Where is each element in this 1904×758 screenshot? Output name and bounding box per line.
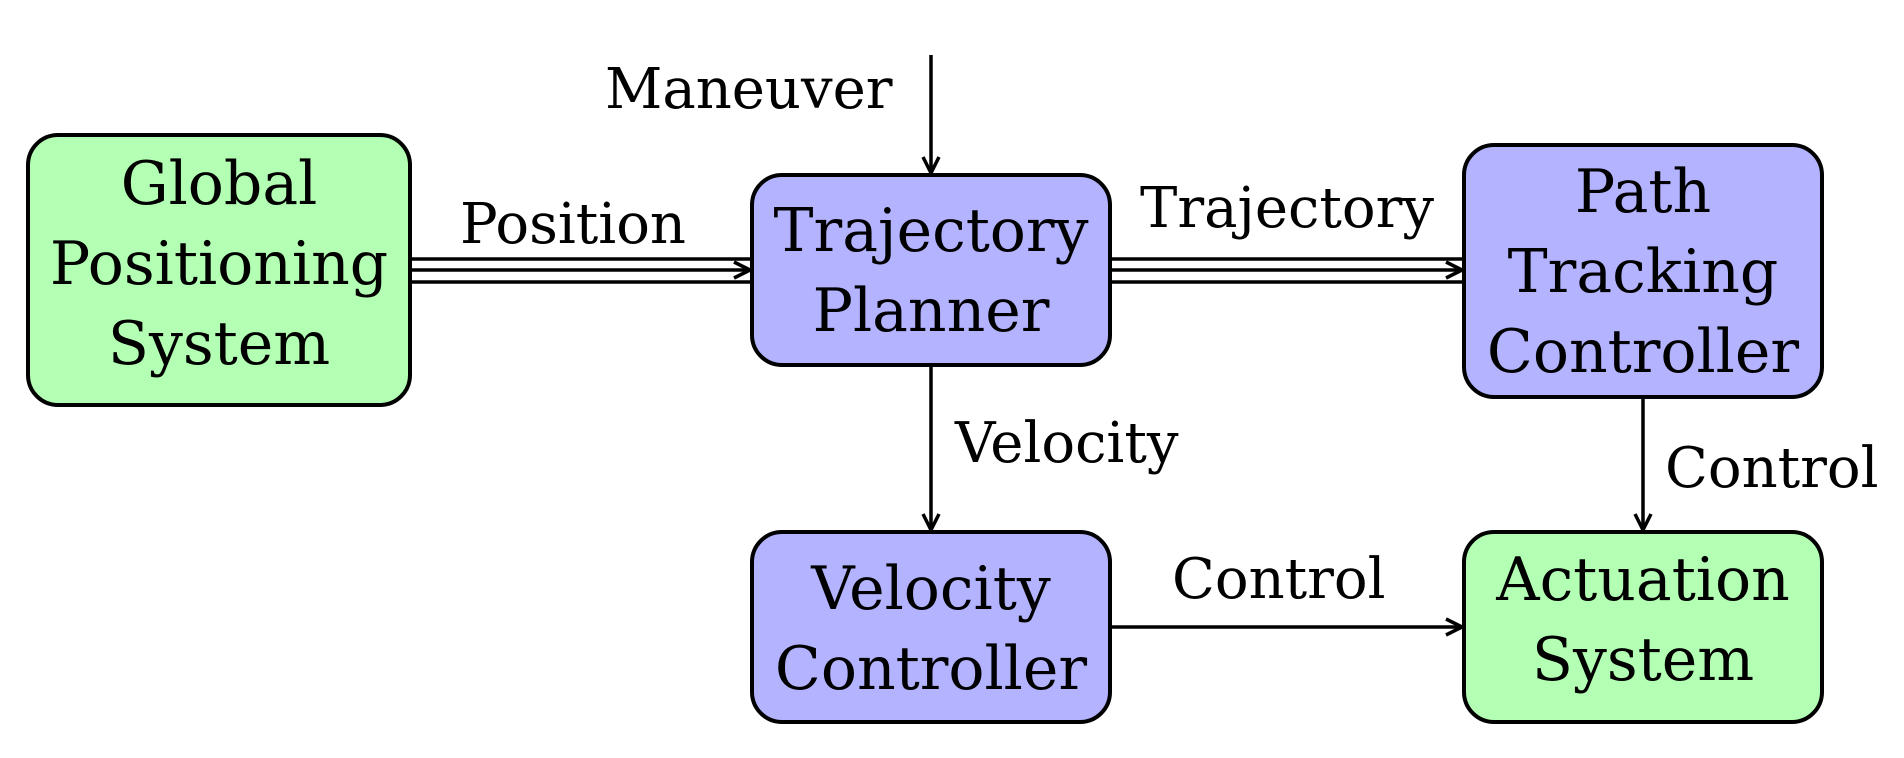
velocity-controller-line-2: Controller: [775, 634, 1087, 704]
path-tracking-line-3: Controller: [1487, 317, 1799, 387]
velocity-controller-block: Velocity Controller: [750, 530, 1112, 724]
path-tracking-controller-block: Path Tracking Controller: [1462, 143, 1824, 399]
actuation-box: [1462, 530, 1824, 724]
planner-line-1: Trajectory: [774, 196, 1089, 266]
actuation-line-2: System: [1532, 625, 1754, 695]
gps-line-2: Positioning: [50, 229, 388, 299]
velocity-controller-line-1: Velocity: [810, 554, 1051, 624]
trajectory-planner-block: Trajectory Planner: [750, 173, 1112, 367]
gps-line-1: Global: [121, 149, 318, 219]
maneuver-label: Maneuver: [605, 57, 893, 122]
path-tracking-line-1: Path: [1575, 157, 1711, 227]
planner-line-2: Planner: [813, 276, 1050, 346]
trajectory-arrow: [1110, 257, 1462, 284]
control-label-path: Control: [1665, 436, 1879, 501]
gps-block: Global Positioning System: [26, 133, 412, 407]
path-tracking-line-2: Tracking: [1508, 237, 1779, 307]
actuation-system-block: Actuation System: [1462, 530, 1824, 724]
velocity-label: Velocity: [954, 411, 1179, 476]
actuation-line-1: Actuation: [1495, 545, 1790, 615]
control-label-velocity: Control: [1172, 547, 1386, 612]
gps-line-3: System: [108, 309, 330, 379]
position-label: Position: [460, 192, 686, 257]
trajectory-label: Trajectory: [1140, 176, 1434, 241]
position-arrow: [410, 257, 750, 284]
